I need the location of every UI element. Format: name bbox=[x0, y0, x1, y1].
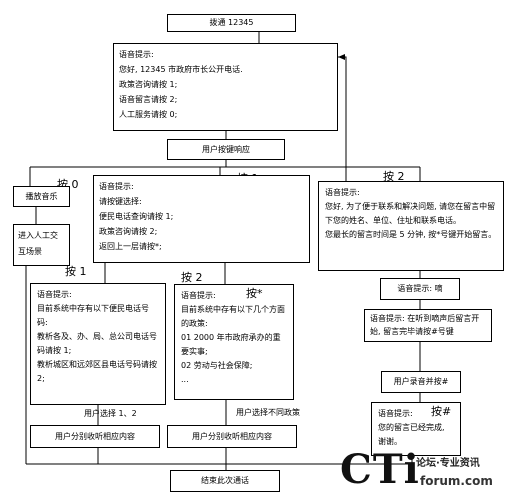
greeting-line: 语音留言请按 2; bbox=[119, 95, 178, 104]
beep-prompt-box: 语音提示: 嘀 bbox=[380, 278, 460, 300]
hotline-prompt-box: 语音提示: 目前系统中存有以下便民电话号码: 教析各及、办、局、总公司电话号码请… bbox=[30, 283, 166, 405]
listen-policy-text: 用户分别收听相应内容 bbox=[192, 432, 272, 441]
greeting-line: 语音提示: bbox=[119, 50, 154, 59]
hotline-line: 教析城区和远郊区县电话号码请按 2; bbox=[37, 360, 157, 383]
hotline-line: 教析各及、办、局、总公司电话号码请按 1; bbox=[37, 332, 157, 355]
policy-line: 02 劳动与社会保障; bbox=[181, 361, 253, 370]
branch2-line: 您最长的留言时间是 5 分钟, 按*号键开始留言。 bbox=[325, 230, 497, 239]
listen-policy-box: 用户分别收听相应内容 bbox=[167, 425, 297, 448]
key-2-label: 按 2 bbox=[383, 170, 405, 183]
beep-prompt-text: 语音提示: 嘀 bbox=[397, 284, 443, 293]
greeting-line: 人工服务请按 0; bbox=[119, 110, 178, 119]
policy-line: 目前系统中存有以下几个方面的政策: bbox=[181, 305, 285, 328]
note-select-1-2: 用户选择 1、2 bbox=[84, 409, 137, 418]
play-music-box: 播放音乐 bbox=[13, 186, 70, 207]
branch2-prompt-box: 语音提示: 您好, 为了便于联系和解决问题, 请您在留言中留下您的姓名、单位、住… bbox=[318, 181, 504, 271]
listen-hotline-text: 用户分别收听相应内容 bbox=[55, 432, 135, 441]
press-hash-text: 用户录音并按# bbox=[393, 377, 449, 386]
user-press-box: 用户按键响应 bbox=[167, 139, 285, 160]
record-prompt-text: 语音提示: 在听到嘀声后留言开始, 留言完毕请按#号键 bbox=[370, 314, 480, 336]
branch1-line: 语音提示: bbox=[99, 182, 134, 191]
branch1-line: 政策咨询请按 2; bbox=[99, 227, 158, 236]
policy-line: ... bbox=[181, 375, 189, 384]
agent-text: 进入人工交互场景 bbox=[18, 231, 58, 256]
press-hash-box: 用户录音并按# bbox=[381, 371, 461, 393]
done-prompt-box: 语音提示: 您的留言已经完成, 谢谢。 bbox=[371, 402, 461, 456]
agent-box: 进入人工交互场景 bbox=[13, 224, 70, 266]
watermark-forum-url: forum.com bbox=[420, 474, 493, 488]
done-line: 您的留言已经完成, 谢谢。 bbox=[378, 423, 445, 446]
listen-hotline-box: 用户分别收听相应内容 bbox=[30, 425, 160, 448]
dial-box: 拨通 12345 bbox=[167, 14, 296, 32]
done-line: 语音提示: bbox=[378, 409, 413, 418]
policy-line: 语音提示: bbox=[181, 291, 216, 300]
branch2-line: 语音提示: bbox=[325, 188, 360, 197]
play-music-text: 播放音乐 bbox=[25, 192, 58, 201]
branch2-line: 您好, 为了便于联系和解决问题, 请您在留言中留下您的姓名、单位、住址和联系电话… bbox=[325, 202, 496, 225]
policy-line: 01 2000 年市政府承办的重要实事; bbox=[181, 333, 281, 356]
policy-key-star: 按* bbox=[246, 287, 263, 300]
end-call-text: 结束此次通话 bbox=[201, 476, 249, 485]
end-call-box: 结束此次通话 bbox=[170, 470, 280, 492]
sub-key-2-label: 按 2 bbox=[181, 271, 203, 284]
watermark-brand: CTi bbox=[340, 446, 420, 493]
dial-text: 拨通 12345 bbox=[209, 18, 254, 27]
hotline-line: 目前系统中存有以下便民电话号码: bbox=[37, 304, 149, 327]
record-prompt-box: 语音提示: 在听到嘀声后留言开始, 留言完毕请按#号键 bbox=[364, 309, 492, 342]
greeting-line: 您好, 12345 市政府市长公开电话. bbox=[119, 65, 243, 74]
greeting-line: 政策咨询请按 1; bbox=[119, 80, 178, 89]
watermark-logo: CTi 论坛·专业资讯 forum.com bbox=[340, 446, 518, 500]
note-select-policy: 用户选择不同政策 bbox=[236, 408, 300, 417]
branch1-line: 返回上一层请按*; bbox=[99, 242, 162, 251]
watermark-forum-cn: 论坛·专业资讯 bbox=[416, 458, 480, 469]
policy-prompt-box: 语音提示: 目前系统中存有以下几个方面的政策: 01 2000 年市政府承办的重… bbox=[174, 284, 294, 400]
branch1-line: 便民电话查询请按 1; bbox=[99, 212, 174, 221]
branch1-prompt-box: 语音提示: 请按键选择: 便民电话查询请按 1; 政策咨询请按 2; 返回上一层… bbox=[93, 175, 310, 263]
branch1-line: 请按键选择: bbox=[99, 197, 142, 206]
done-key-hash: 按# bbox=[431, 405, 452, 418]
sub-key-1-label: 按 1 bbox=[65, 265, 87, 278]
hotline-line: 语音提示: bbox=[37, 290, 72, 299]
greeting-prompt-box: 语音提示: 您好, 12345 市政府市长公开电话. 政策咨询请按 1; 语音留… bbox=[113, 43, 338, 131]
user-press-text: 用户按键响应 bbox=[202, 145, 250, 154]
